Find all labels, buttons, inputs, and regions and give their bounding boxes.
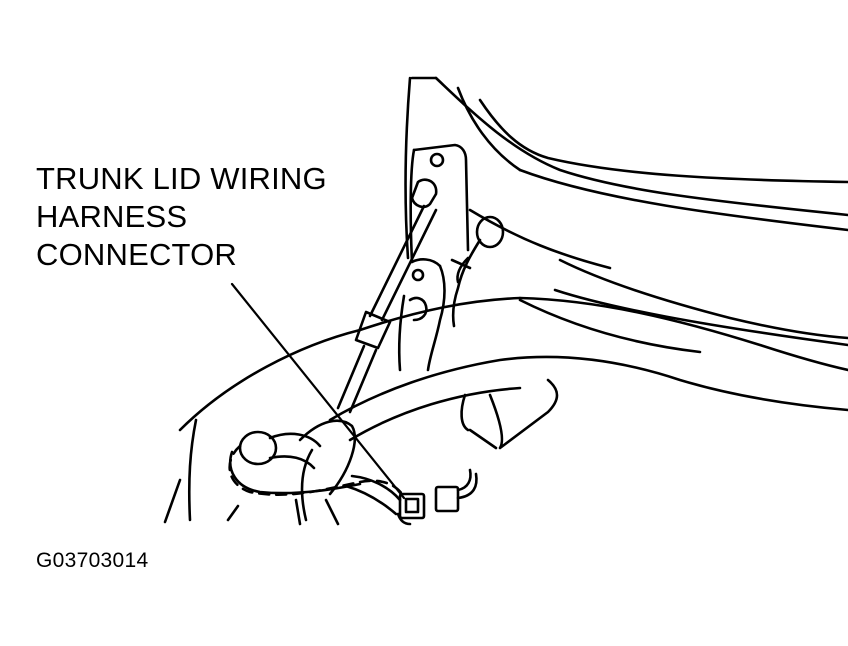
body-pillar — [404, 76, 848, 354]
callout-line-3: CONNECTOR — [36, 237, 238, 272]
harness-wires — [344, 474, 412, 526]
hinge-bracket — [397, 143, 470, 372]
connector-male — [398, 492, 426, 520]
callout-line-1: TRUNK LID WIRING — [36, 161, 327, 196]
figure-id: G03703014 — [36, 549, 149, 572]
harness-route-dashed — [228, 444, 404, 496]
connector-female — [434, 468, 478, 513]
lower-body — [178, 296, 848, 522]
leader-line — [230, 282, 406, 500]
lower-grommet — [229, 419, 362, 522]
callout-label: TRUNK LID WIRING HARNESS CONNECTOR — [36, 160, 327, 274]
callout-line-2: HARNESS — [36, 199, 188, 234]
gas-strut — [336, 178, 438, 414]
upper-grommet — [450, 215, 505, 328]
cut-lines — [163, 478, 340, 526]
